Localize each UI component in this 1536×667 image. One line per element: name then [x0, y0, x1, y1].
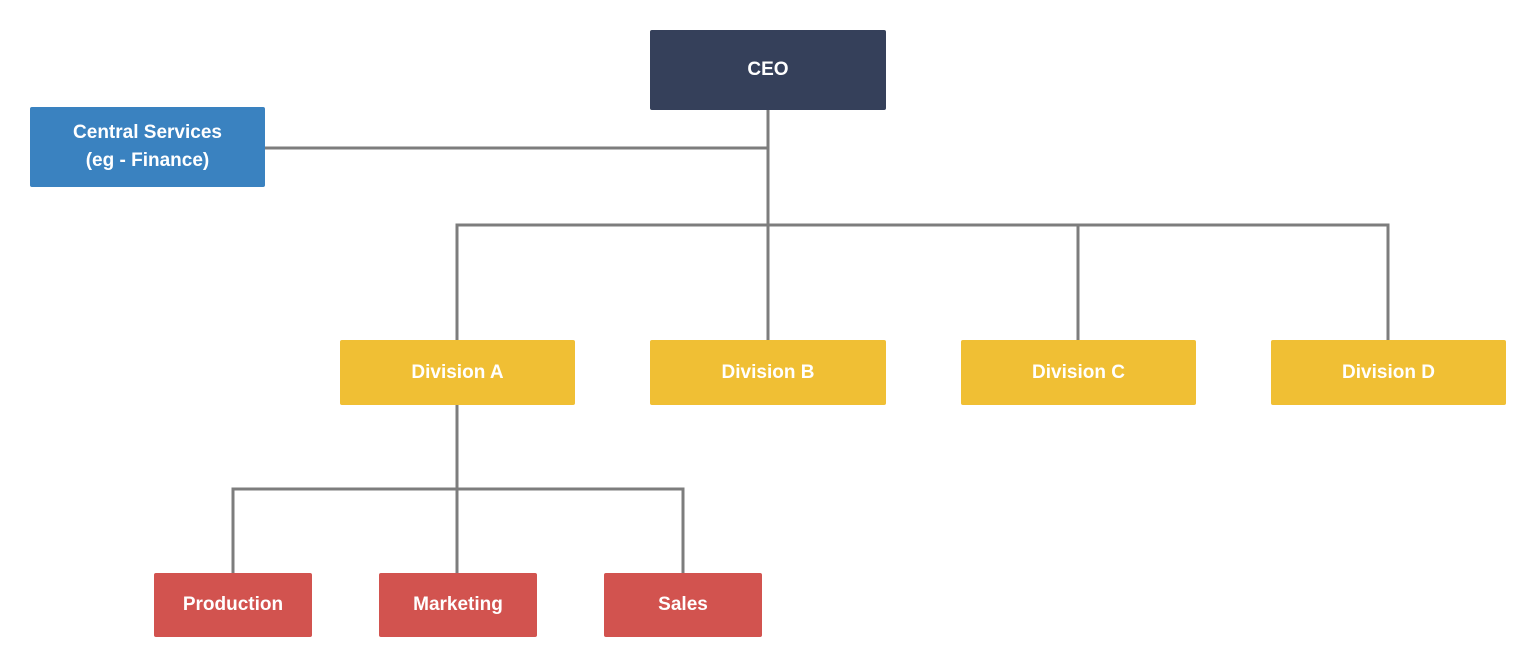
- division-d-node: Division D: [1271, 340, 1506, 405]
- marketing-label: Marketing: [413, 594, 503, 615]
- sales-node: Sales: [604, 573, 762, 637]
- sales-label: Sales: [658, 594, 708, 615]
- ceo-label: CEO: [747, 59, 789, 80]
- production-node: Production: [154, 573, 312, 637]
- division-c-label: Division C: [1032, 361, 1125, 383]
- division-c-node: Division C: [961, 340, 1196, 405]
- marketing-node: Marketing: [379, 573, 537, 637]
- central-services-node: Central Services (eg - Finance): [30, 107, 265, 187]
- division-a-node: Division A: [340, 340, 575, 405]
- central-services-label-line1: Central Services: [73, 122, 222, 143]
- ceo-node: CEO: [650, 30, 886, 110]
- central-services-label-line2: (eg - Finance): [85, 150, 210, 171]
- division-a-label: Division A: [411, 361, 504, 383]
- division-b-label: Division B: [721, 361, 815, 383]
- division-b-node: Division B: [650, 340, 886, 405]
- production-label: Production: [182, 594, 284, 615]
- division-d-label: Division D: [1342, 361, 1435, 383]
